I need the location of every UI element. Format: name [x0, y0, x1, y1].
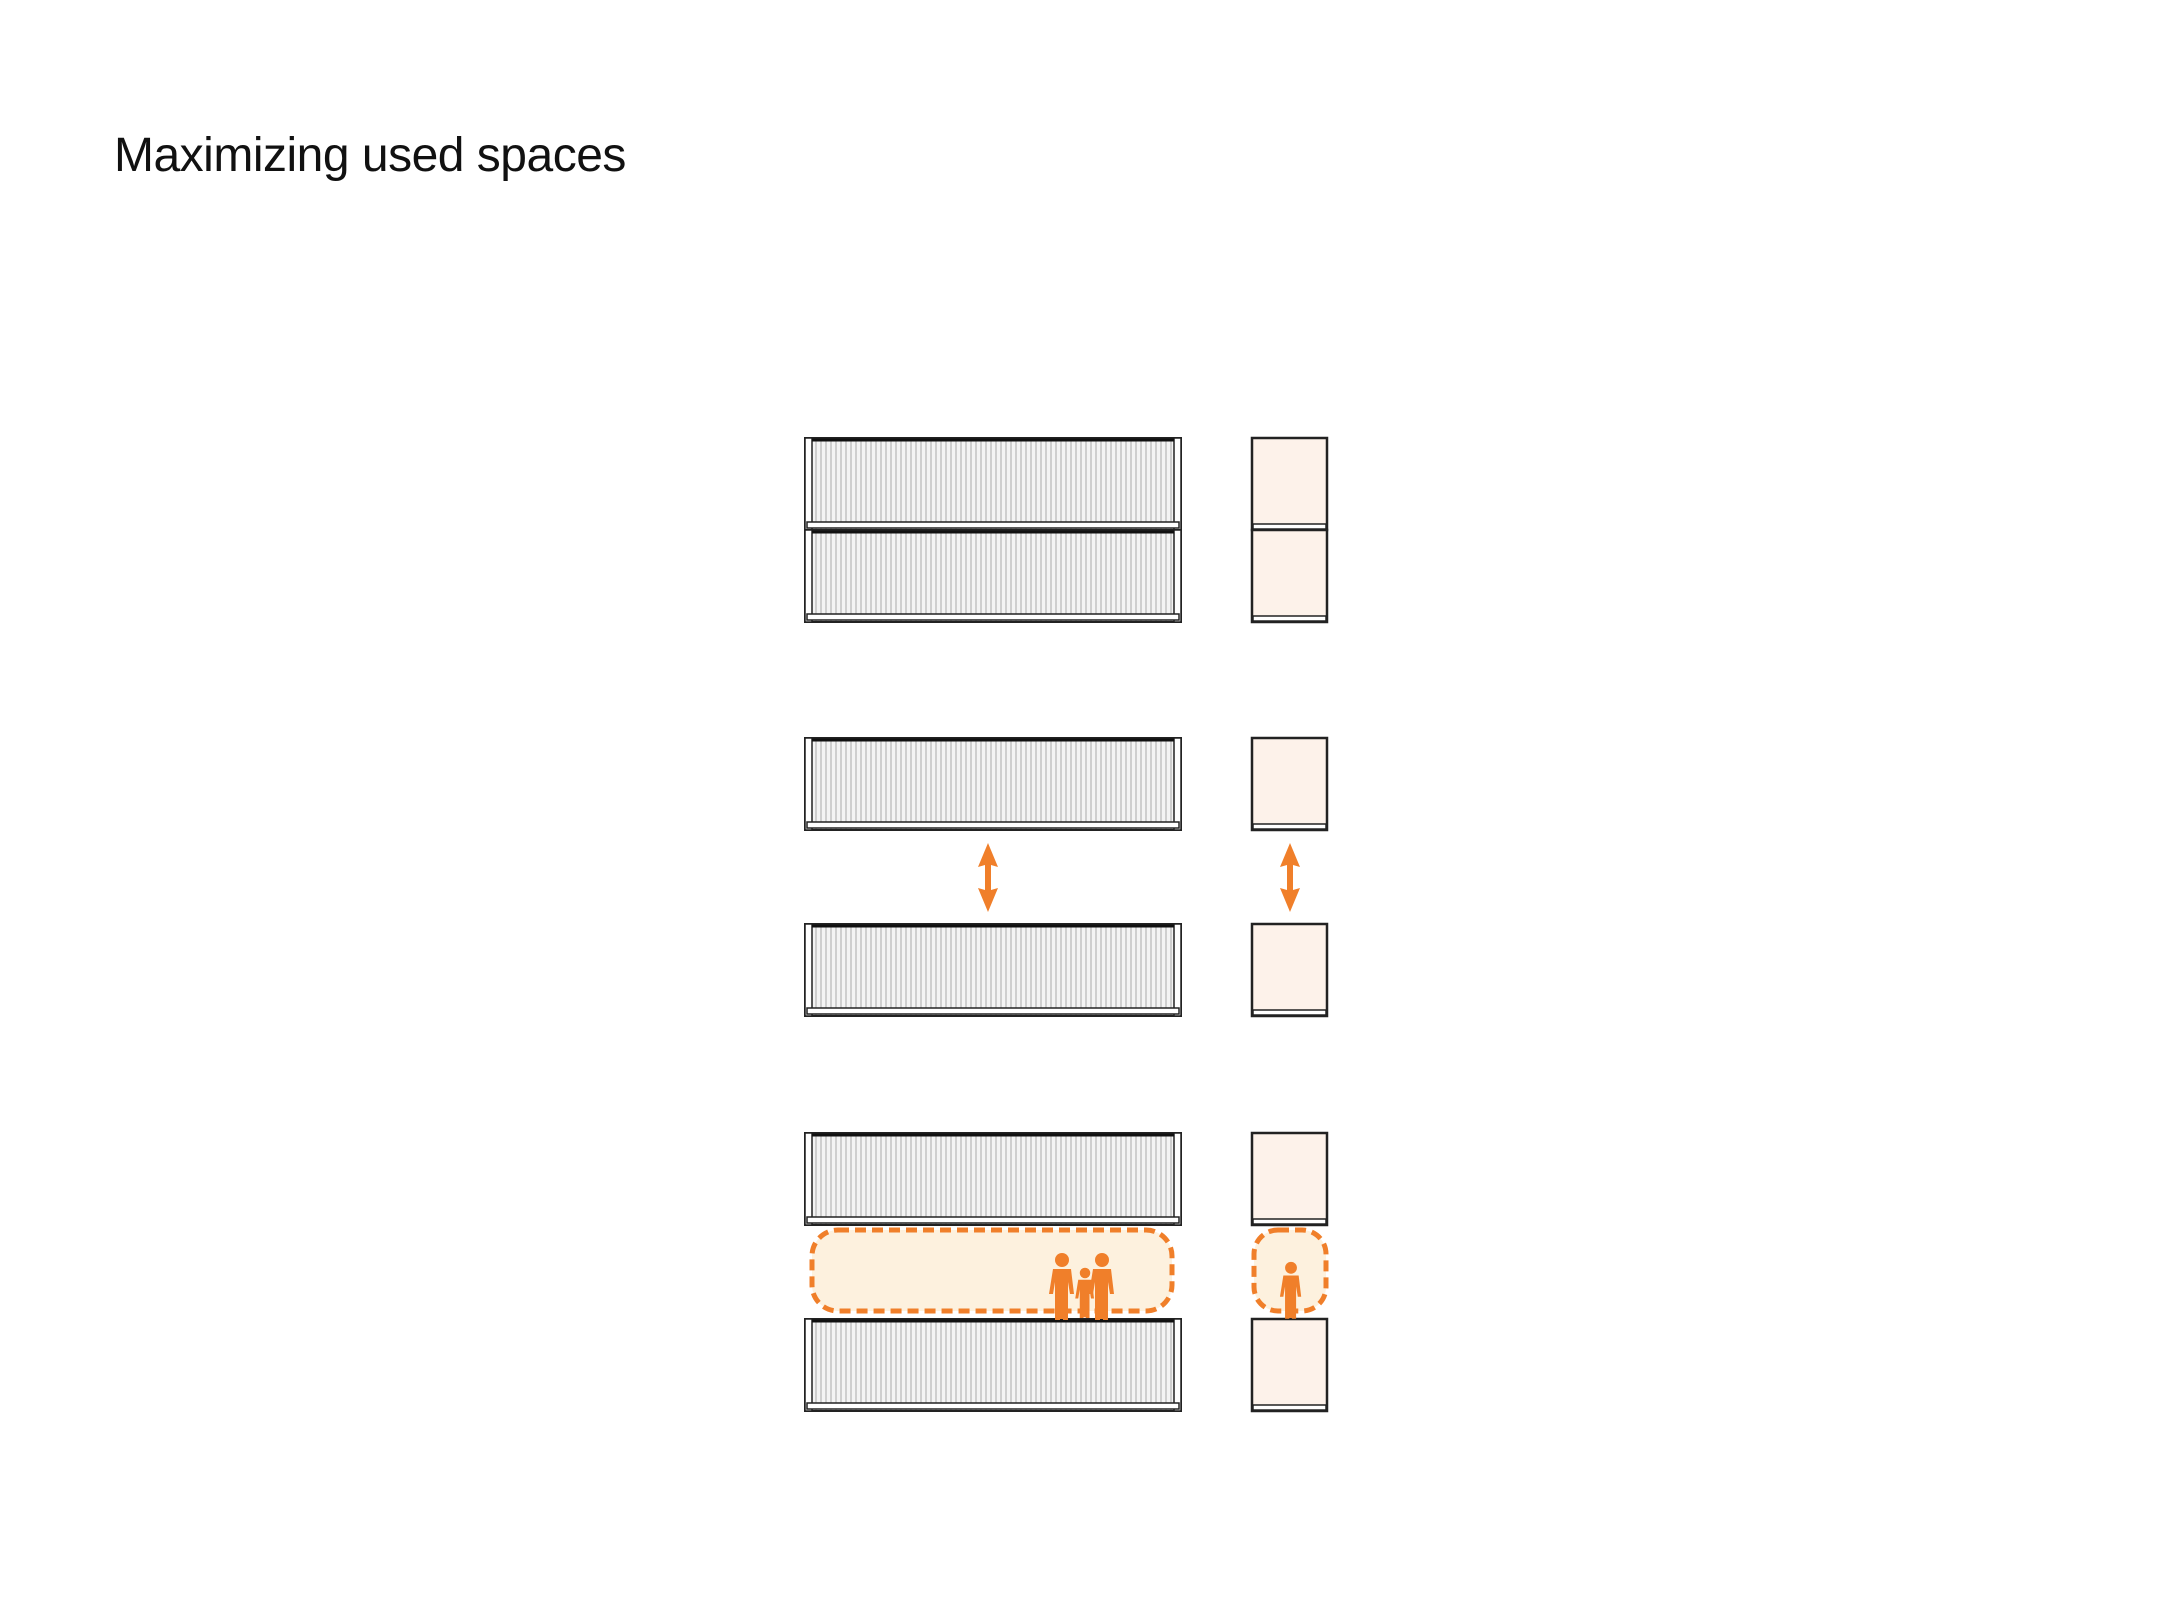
short-container	[1250, 736, 1329, 832]
shared-space-zone	[809, 1227, 1175, 1314]
short-container	[1250, 528, 1329, 624]
long-container	[803, 736, 1183, 832]
used-space-group	[803, 1131, 1329, 1413]
short-container	[1250, 922, 1329, 1018]
long-container	[803, 436, 1183, 532]
double-arrow-icon	[978, 843, 998, 912]
long-container	[803, 1131, 1183, 1227]
stacked-group	[803, 436, 1329, 624]
short-container	[1250, 1131, 1329, 1227]
long-container	[803, 528, 1183, 624]
separated-group	[803, 736, 1329, 1018]
long-container	[803, 922, 1183, 1018]
long-container	[803, 1317, 1183, 1413]
page-title: Maximizing used spaces	[114, 129, 626, 182]
short-container	[1250, 436, 1329, 532]
short-container	[1250, 1317, 1329, 1413]
double-arrow-icon	[1280, 843, 1300, 912]
